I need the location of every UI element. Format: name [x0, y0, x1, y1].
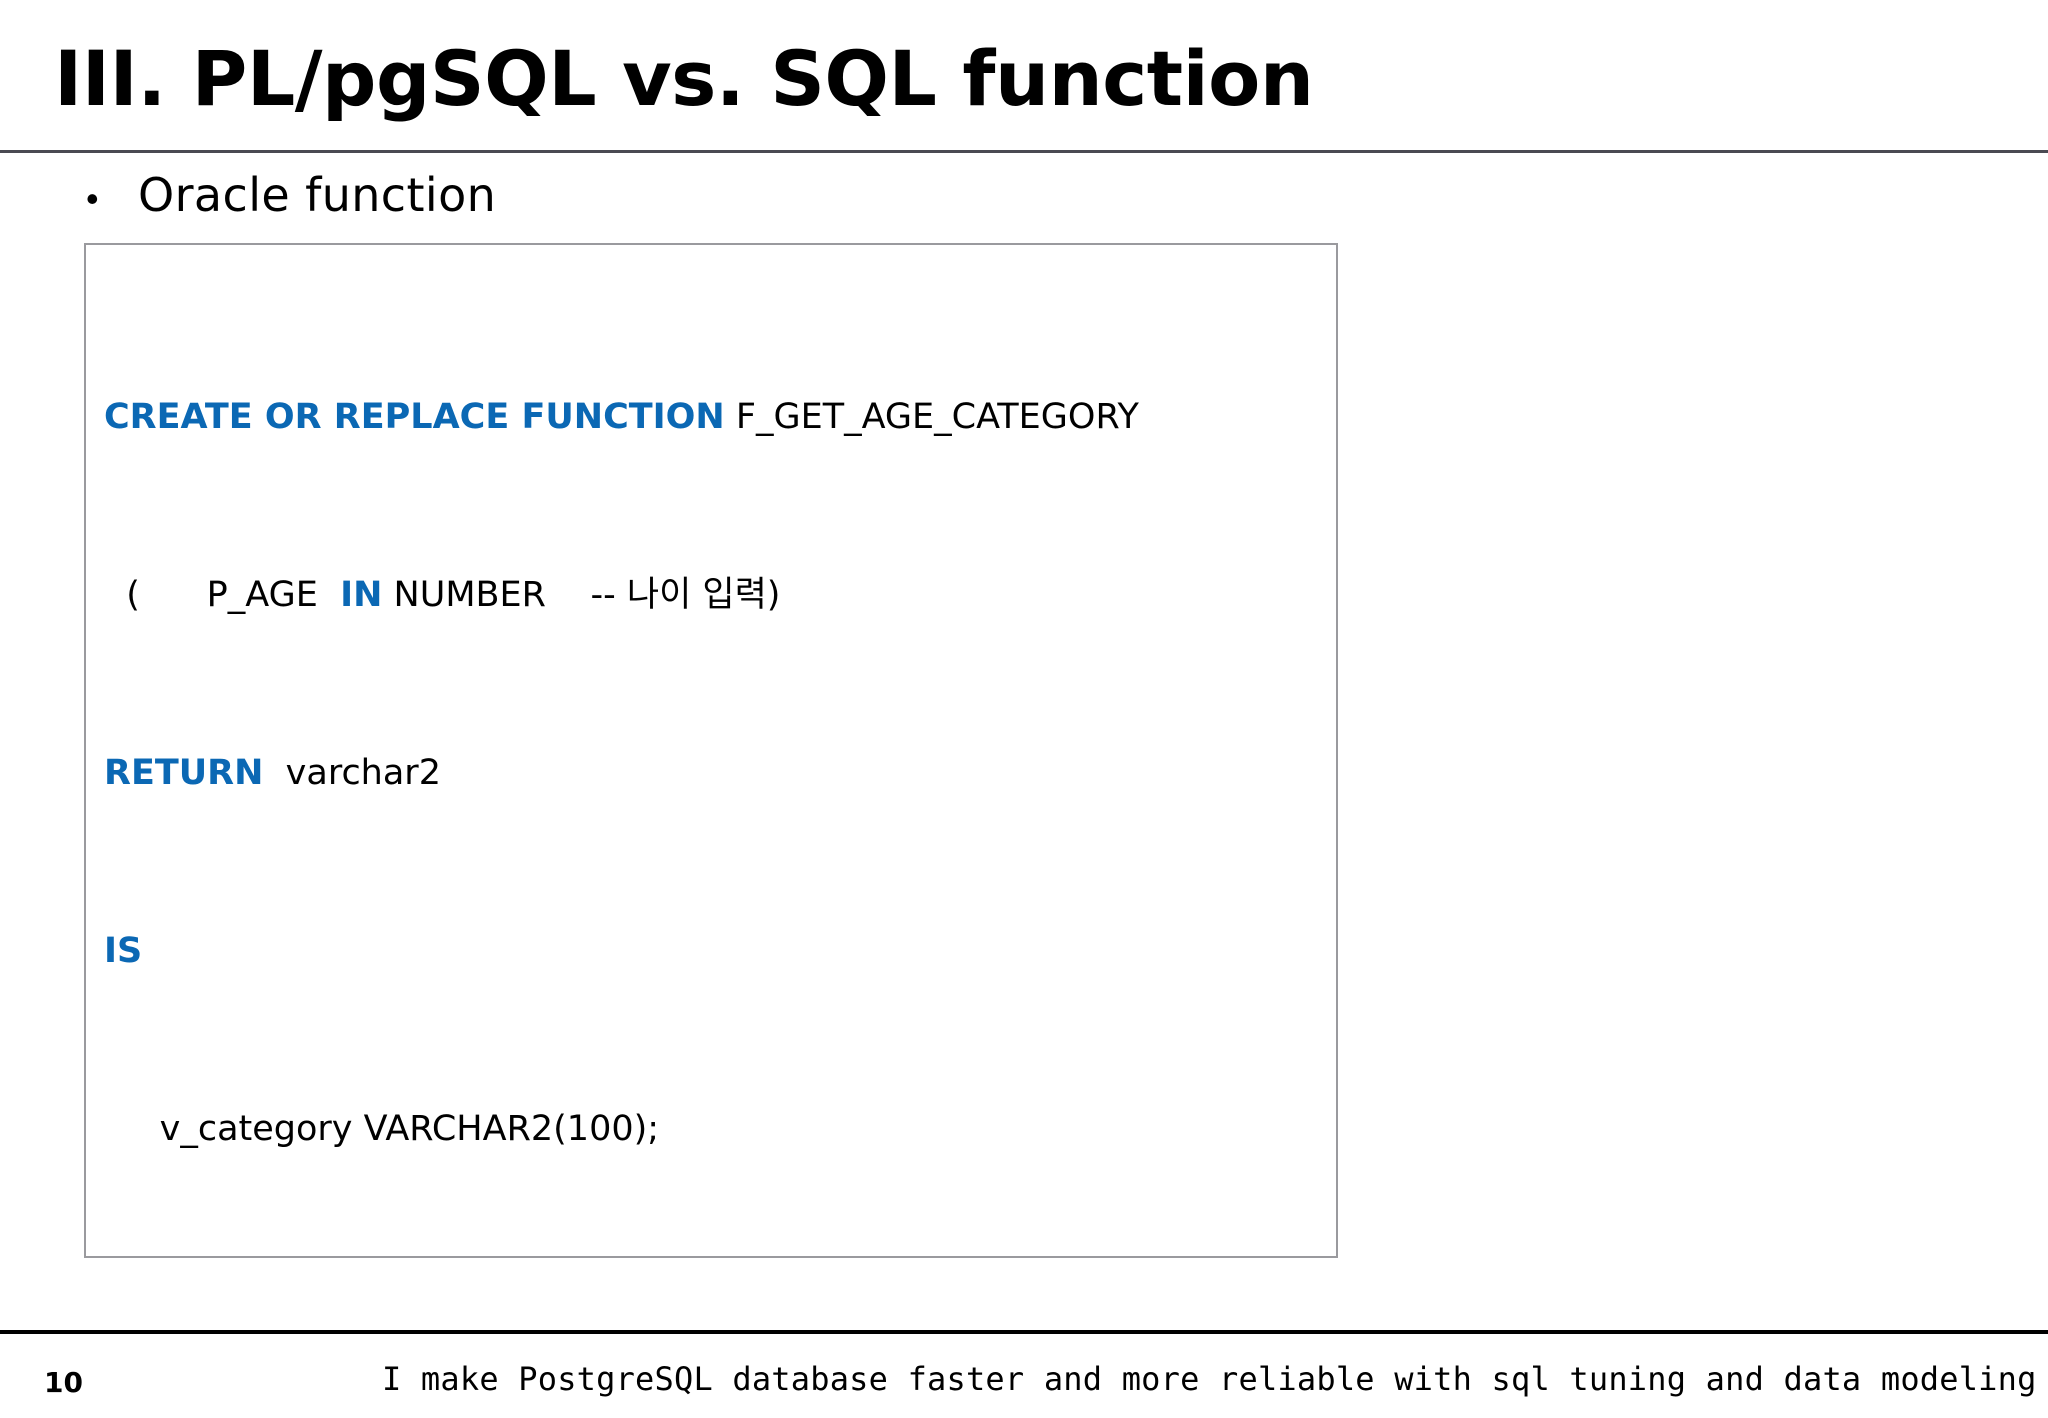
bullet-oracle-function: • Oracle function [86, 168, 496, 226]
code-line: CREATE OR REPLACE FUNCTION F_GET_AGE_CAT… [104, 395, 1336, 440]
code-listing: CREATE OR REPLACE FUNCTION F_GET_AGE_CAT… [86, 261, 1336, 1256]
sql-keyword: CREATE OR REPLACE FUNCTION [104, 396, 725, 437]
sql-keyword: RETURN [104, 752, 264, 793]
code-line: v_category VARCHAR2(100); [104, 1107, 1336, 1152]
code-text: v_category VARCHAR2(100); [104, 1108, 660, 1149]
footer-tagline: I make PostgreSQL database faster and mo… [382, 1360, 2037, 1398]
bullet-point-icon: • [86, 178, 99, 219]
page-number: 10 [44, 1366, 83, 1399]
sql-keyword: IN [340, 574, 383, 615]
code-line: ( P_AGE IN NUMBER -- 나이 입력) [104, 573, 1336, 618]
title-divider [0, 150, 2048, 153]
sql-keyword: IS [104, 930, 143, 971]
footer-divider [0, 1330, 2048, 1334]
code-text: NUMBER -- 나이 입력) [382, 574, 781, 615]
code-block: CREATE OR REPLACE FUNCTION F_GET_AGE_CAT… [84, 243, 1338, 1258]
code-line: RETURN varchar2 [104, 751, 1336, 796]
code-text: F_GET_AGE_CATEGORY [724, 396, 1139, 437]
code-text: ( P_AGE [104, 574, 341, 615]
page-title: III. PL/pgSQL vs. SQL function [54, 34, 1314, 123]
code-text: varchar2 [263, 752, 441, 793]
code-line: IS [104, 929, 1336, 974]
bullet-label: Oracle function [138, 168, 497, 222]
